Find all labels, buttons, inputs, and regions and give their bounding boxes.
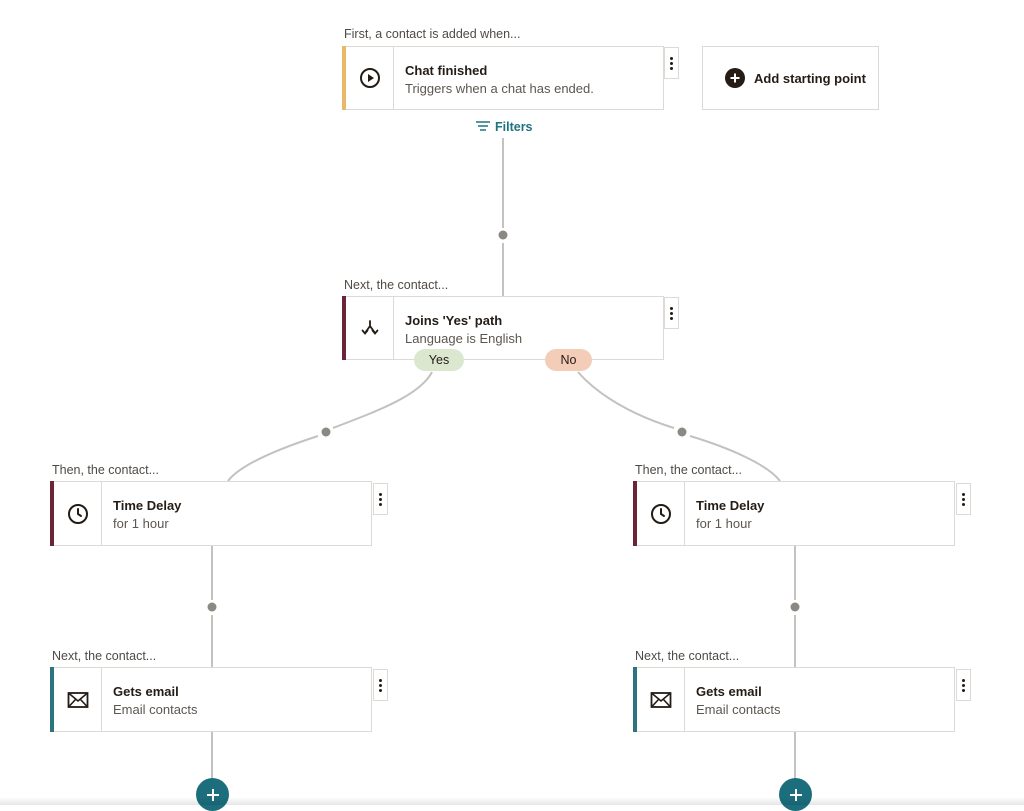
- trigger-more-button[interactable]: [664, 47, 679, 79]
- no-delay-caption: Then, the contact...: [635, 463, 743, 477]
- kebab-dot: [670, 306, 673, 310]
- yes-email-card[interactable]: Gets email Email contacts: [50, 667, 372, 732]
- yes-email-more-button[interactable]: [373, 669, 388, 701]
- trigger-subtitle: Triggers when a chat has ended.: [405, 81, 594, 96]
- clock-icon: [55, 482, 102, 545]
- node-dot: [790, 602, 800, 612]
- no-delay-subtitle: for 1 hour: [696, 516, 752, 531]
- no-email-accent-bar: [633, 667, 637, 732]
- branch-more-button[interactable]: [664, 297, 679, 329]
- no-path-badge[interactable]: No: [545, 349, 592, 371]
- kebab-dot: [379, 688, 382, 692]
- yes-delay-title: Time Delay: [113, 498, 182, 513]
- envelope-icon: [638, 668, 685, 731]
- no-add-step-button[interactable]: [779, 778, 812, 811]
- trigger-card[interactable]: Chat finished Triggers when a chat has e…: [342, 46, 664, 110]
- node-dot: [677, 427, 687, 437]
- branch-card[interactable]: Joins 'Yes' path Language is English: [342, 296, 664, 360]
- no-email-subtitle: Email contacts: [696, 702, 781, 717]
- no-email-more-button[interactable]: [956, 669, 971, 701]
- yes-add-step-button[interactable]: [196, 778, 229, 811]
- kebab-dot: [962, 678, 965, 682]
- filters-label: Filters: [495, 120, 533, 134]
- clock-icon: [638, 482, 685, 545]
- kebab-dot: [379, 502, 382, 506]
- no-email-card[interactable]: Gets email Email contacts: [633, 667, 955, 732]
- kebab-dot: [962, 497, 965, 501]
- split-path-icon: [347, 297, 394, 359]
- no-delay-accent-bar: [633, 481, 637, 546]
- add-starting-point-label: Add starting point: [754, 70, 866, 86]
- trigger-title: Chat finished: [405, 63, 488, 78]
- yes-email-title: Gets email: [113, 684, 179, 699]
- no-delay-title: Time Delay: [696, 498, 765, 513]
- add-starting-point-button[interactable]: Add starting point: [702, 46, 879, 110]
- kebab-dot: [670, 61, 673, 65]
- kebab-dot: [670, 311, 673, 315]
- kebab-dot: [962, 683, 965, 687]
- envelope-icon: [55, 668, 102, 731]
- kebab-dot: [962, 688, 965, 692]
- branch-title: Joins 'Yes' path: [405, 313, 503, 328]
- yes-delay-caption: Then, the contact...: [52, 463, 160, 477]
- branch-accent-bar: [342, 296, 346, 360]
- no-email-title: Gets email: [696, 684, 762, 699]
- play-circle-icon: [347, 47, 394, 109]
- yes-delay-accent-bar: [50, 481, 54, 546]
- yes-email-subtitle: Email contacts: [113, 702, 198, 717]
- plus-icon: [789, 788, 802, 801]
- node-dot: [321, 427, 331, 437]
- yes-delay-more-button[interactable]: [373, 483, 388, 515]
- filter-lines-icon: [476, 120, 490, 134]
- kebab-dot: [670, 56, 673, 60]
- kebab-dot: [379, 497, 382, 501]
- yes-email-accent-bar: [50, 667, 54, 732]
- node-dot: [207, 602, 217, 612]
- yes-time-delay-card[interactable]: Time Delay for 1 hour: [50, 481, 372, 546]
- kebab-dot: [379, 678, 382, 682]
- no-delay-more-button[interactable]: [956, 483, 971, 515]
- no-email-caption: Next, the contact...: [635, 649, 740, 663]
- no-time-delay-card[interactable]: Time Delay for 1 hour: [633, 481, 955, 546]
- kebab-dot: [962, 492, 965, 496]
- trigger-caption: First, a contact is added when...: [344, 27, 521, 41]
- branch-subtitle: Language is English: [405, 331, 523, 346]
- yes-path-badge[interactable]: Yes: [414, 349, 464, 371]
- yes-email-caption: Next, the contact...: [52, 649, 157, 663]
- node-dot: [498, 230, 508, 240]
- kebab-dot: [379, 683, 382, 687]
- kebab-dot: [670, 316, 673, 320]
- kebab-dot: [670, 66, 673, 70]
- kebab-dot: [379, 492, 382, 496]
- bottom-panel-shadow: [0, 797, 1024, 805]
- filters-button[interactable]: Filters: [476, 118, 533, 136]
- branch-caption: Next, the contact...: [344, 278, 449, 292]
- plus-circle-icon: [725, 68, 745, 88]
- trigger-accent-bar: [342, 46, 346, 110]
- plus-icon: [206, 788, 219, 801]
- yes-delay-subtitle: for 1 hour: [113, 516, 169, 531]
- kebab-dot: [962, 502, 965, 506]
